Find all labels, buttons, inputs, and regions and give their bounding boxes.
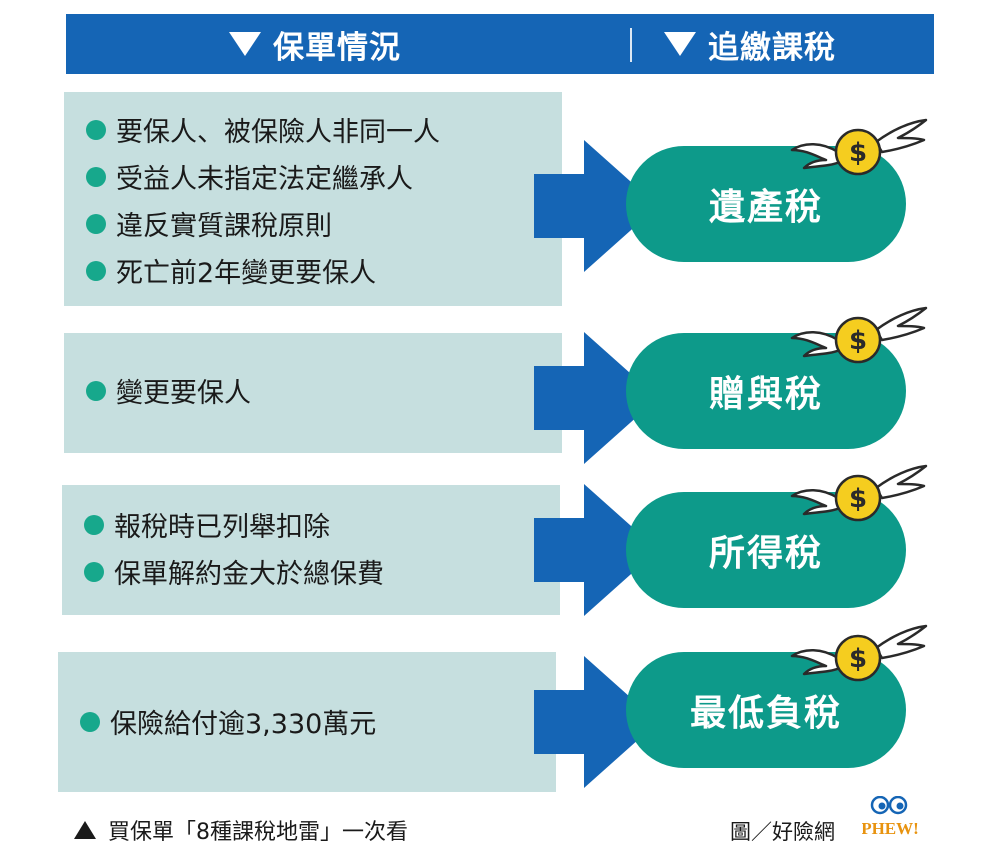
triangle-down-icon	[664, 32, 696, 56]
list-item: 保單解約金大於總保費	[84, 548, 384, 595]
coin-dollar-sign: $	[849, 138, 867, 168]
condition-text: 要保人、被保險人非同一人	[116, 117, 440, 148]
logo-text: PHEW!	[862, 819, 919, 838]
header-divider	[630, 28, 632, 62]
phew-logo: PHEW!	[862, 796, 919, 838]
condition-text: 報稅時已列舉扣除	[114, 512, 330, 543]
condition-box-income: 報稅時已列舉扣除 保單解約金大於總保費	[62, 485, 560, 615]
header-bar: 保單情況 追繳課稅	[66, 14, 934, 74]
condition-text: 保單解約金大於總保費	[114, 559, 384, 590]
condition-box-estate: 要保人、被保險人非同一人 受益人未指定法定繼承人 違反實質課稅原則 死亡前2年變…	[64, 92, 562, 306]
bullet-icon	[86, 166, 106, 187]
list-item: 死亡前2年變更要保人	[86, 247, 440, 294]
condition-box-gift: 變更要保人	[64, 333, 562, 453]
list-item: 報稅時已列舉扣除	[84, 501, 384, 548]
coin-dollar-sign: $	[849, 326, 867, 356]
condition-text: 受益人未指定法定繼承人	[116, 164, 413, 195]
bullet-icon	[84, 561, 104, 582]
list-item: 變更要保人	[86, 367, 251, 414]
bullet-icon	[86, 119, 106, 140]
coin-dollar-sign: $	[849, 484, 867, 514]
list-item: 受益人未指定法定繼承人	[86, 153, 440, 200]
bullet-icon	[86, 213, 106, 234]
list-item: 違反實質課稅原則	[86, 200, 440, 247]
list-item: 要保人、被保險人非同一人	[86, 106, 440, 153]
bullet-icon	[86, 260, 106, 281]
bullet-icon	[80, 711, 100, 732]
arrow-right-icon	[534, 140, 658, 272]
arrow-right-icon	[534, 332, 658, 464]
winged-coin-icon: $	[790, 464, 928, 522]
footer-caption: 買保單「8種課稅地雷」一次看	[74, 814, 408, 846]
condition-text: 保險給付逾3,330萬元	[110, 709, 377, 740]
winged-coin-icon: $	[790, 306, 928, 364]
header-left-title: 保單情況	[273, 29, 401, 66]
header-right-title: 追繳課稅	[708, 29, 836, 66]
winged-coin-icon: $	[790, 118, 928, 176]
footer-caption-text: 買保單「8種課稅地雷」一次看	[108, 820, 408, 845]
winged-coin-icon: $	[790, 624, 928, 682]
condition-text: 變更要保人	[116, 378, 251, 409]
condition-text: 違反實質課稅原則	[116, 211, 332, 242]
bullet-icon	[86, 380, 106, 401]
header-left: 保單情況	[66, 14, 564, 74]
image-credit: 圖／好險網	[730, 820, 835, 844]
header-right: 追繳課稅	[566, 14, 934, 74]
bullet-icon	[84, 514, 104, 535]
tax-pill-estate: 遺產稅	[626, 146, 906, 262]
condition-box-minimum-tax: 保險給付逾3,330萬元	[58, 652, 556, 792]
triangle-down-icon	[229, 32, 261, 56]
list-item: 保險給付逾3,330萬元	[80, 698, 376, 745]
coin-dollar-sign: $	[849, 644, 867, 674]
arrow-right-icon	[534, 656, 658, 788]
arrow-right-icon	[534, 484, 658, 616]
condition-text: 死亡前2年變更要保人	[116, 258, 377, 289]
triangle-up-icon	[74, 821, 96, 839]
